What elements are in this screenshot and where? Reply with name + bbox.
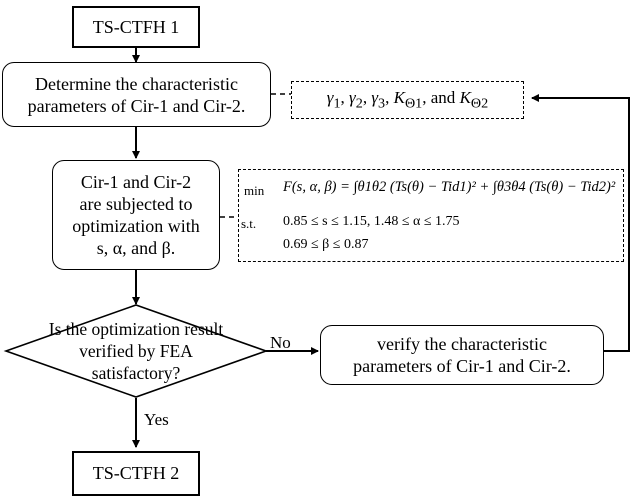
optimize-line2: are subjected to <box>79 194 193 214</box>
params-list: γ1, γ2, γ3, KΘ1, and KΘ2 <box>326 87 489 112</box>
determine-line1: Determine the characteristic <box>35 73 238 94</box>
decision-line3: satisfactory? <box>91 363 181 383</box>
verify-line2: parameters of Cir-1 and Cir-2. <box>353 356 571 376</box>
determine-node: Determine the characteristic parameters … <box>2 62 271 127</box>
formula-constraint1: 0.85 ≤ s ≤ 1.15, 1.48 ≤ α ≤ 1.75 <box>283 214 460 229</box>
formula-st-label: s.t. <box>241 216 257 231</box>
arrow-verify-loop-to-params <box>531 94 630 352</box>
start-node: TS-CTFH 1 <box>72 6 200 48</box>
determine-line2: parameters of Cir-1 and Cir-2. <box>27 95 246 116</box>
decision-line2: verified by FEA <box>79 341 193 361</box>
formula-node: min F(s, α, β) = ∫θ1θ2 (Ts(θ) − Tid1)² +… <box>238 169 624 262</box>
verify-line1: verify the characteristic <box>377 334 547 354</box>
start-node-label: TS-CTFH 1 <box>92 16 180 37</box>
yes-edge-label: Yes <box>144 410 169 429</box>
formula-constraint2: 0.69 ≤ β ≤ 0.87 <box>283 237 369 252</box>
decision-line1: Is the optimization result <box>48 319 224 339</box>
end-node-label: TS-CTFH 2 <box>92 463 180 483</box>
decision-label: Is the optimization result verified by F… <box>20 318 252 384</box>
end-node: TS-CTFH 2 <box>72 451 200 496</box>
optimize-line1: Cir-1 and Cir-2 <box>80 172 192 192</box>
verify-node: verify the characteristic parameters of … <box>320 325 604 385</box>
formula-objective: F(s, α, β) = ∫θ1θ2 (Ts(θ) − Tid1)² + ∫θ3… <box>283 179 616 195</box>
optimize-node: Cir-1 and Cir-2 are subjected to optimiz… <box>52 160 220 270</box>
no-edge-label: No <box>270 333 291 352</box>
decision-diamond <box>3 304 269 398</box>
params-node: γ1, γ2, γ3, KΘ1, and KΘ2 <box>291 81 524 119</box>
optimize-line3: optimization with <box>72 216 200 236</box>
optimize-line4: s, α, and β. <box>96 238 176 258</box>
formula-min-label: min <box>244 183 265 198</box>
